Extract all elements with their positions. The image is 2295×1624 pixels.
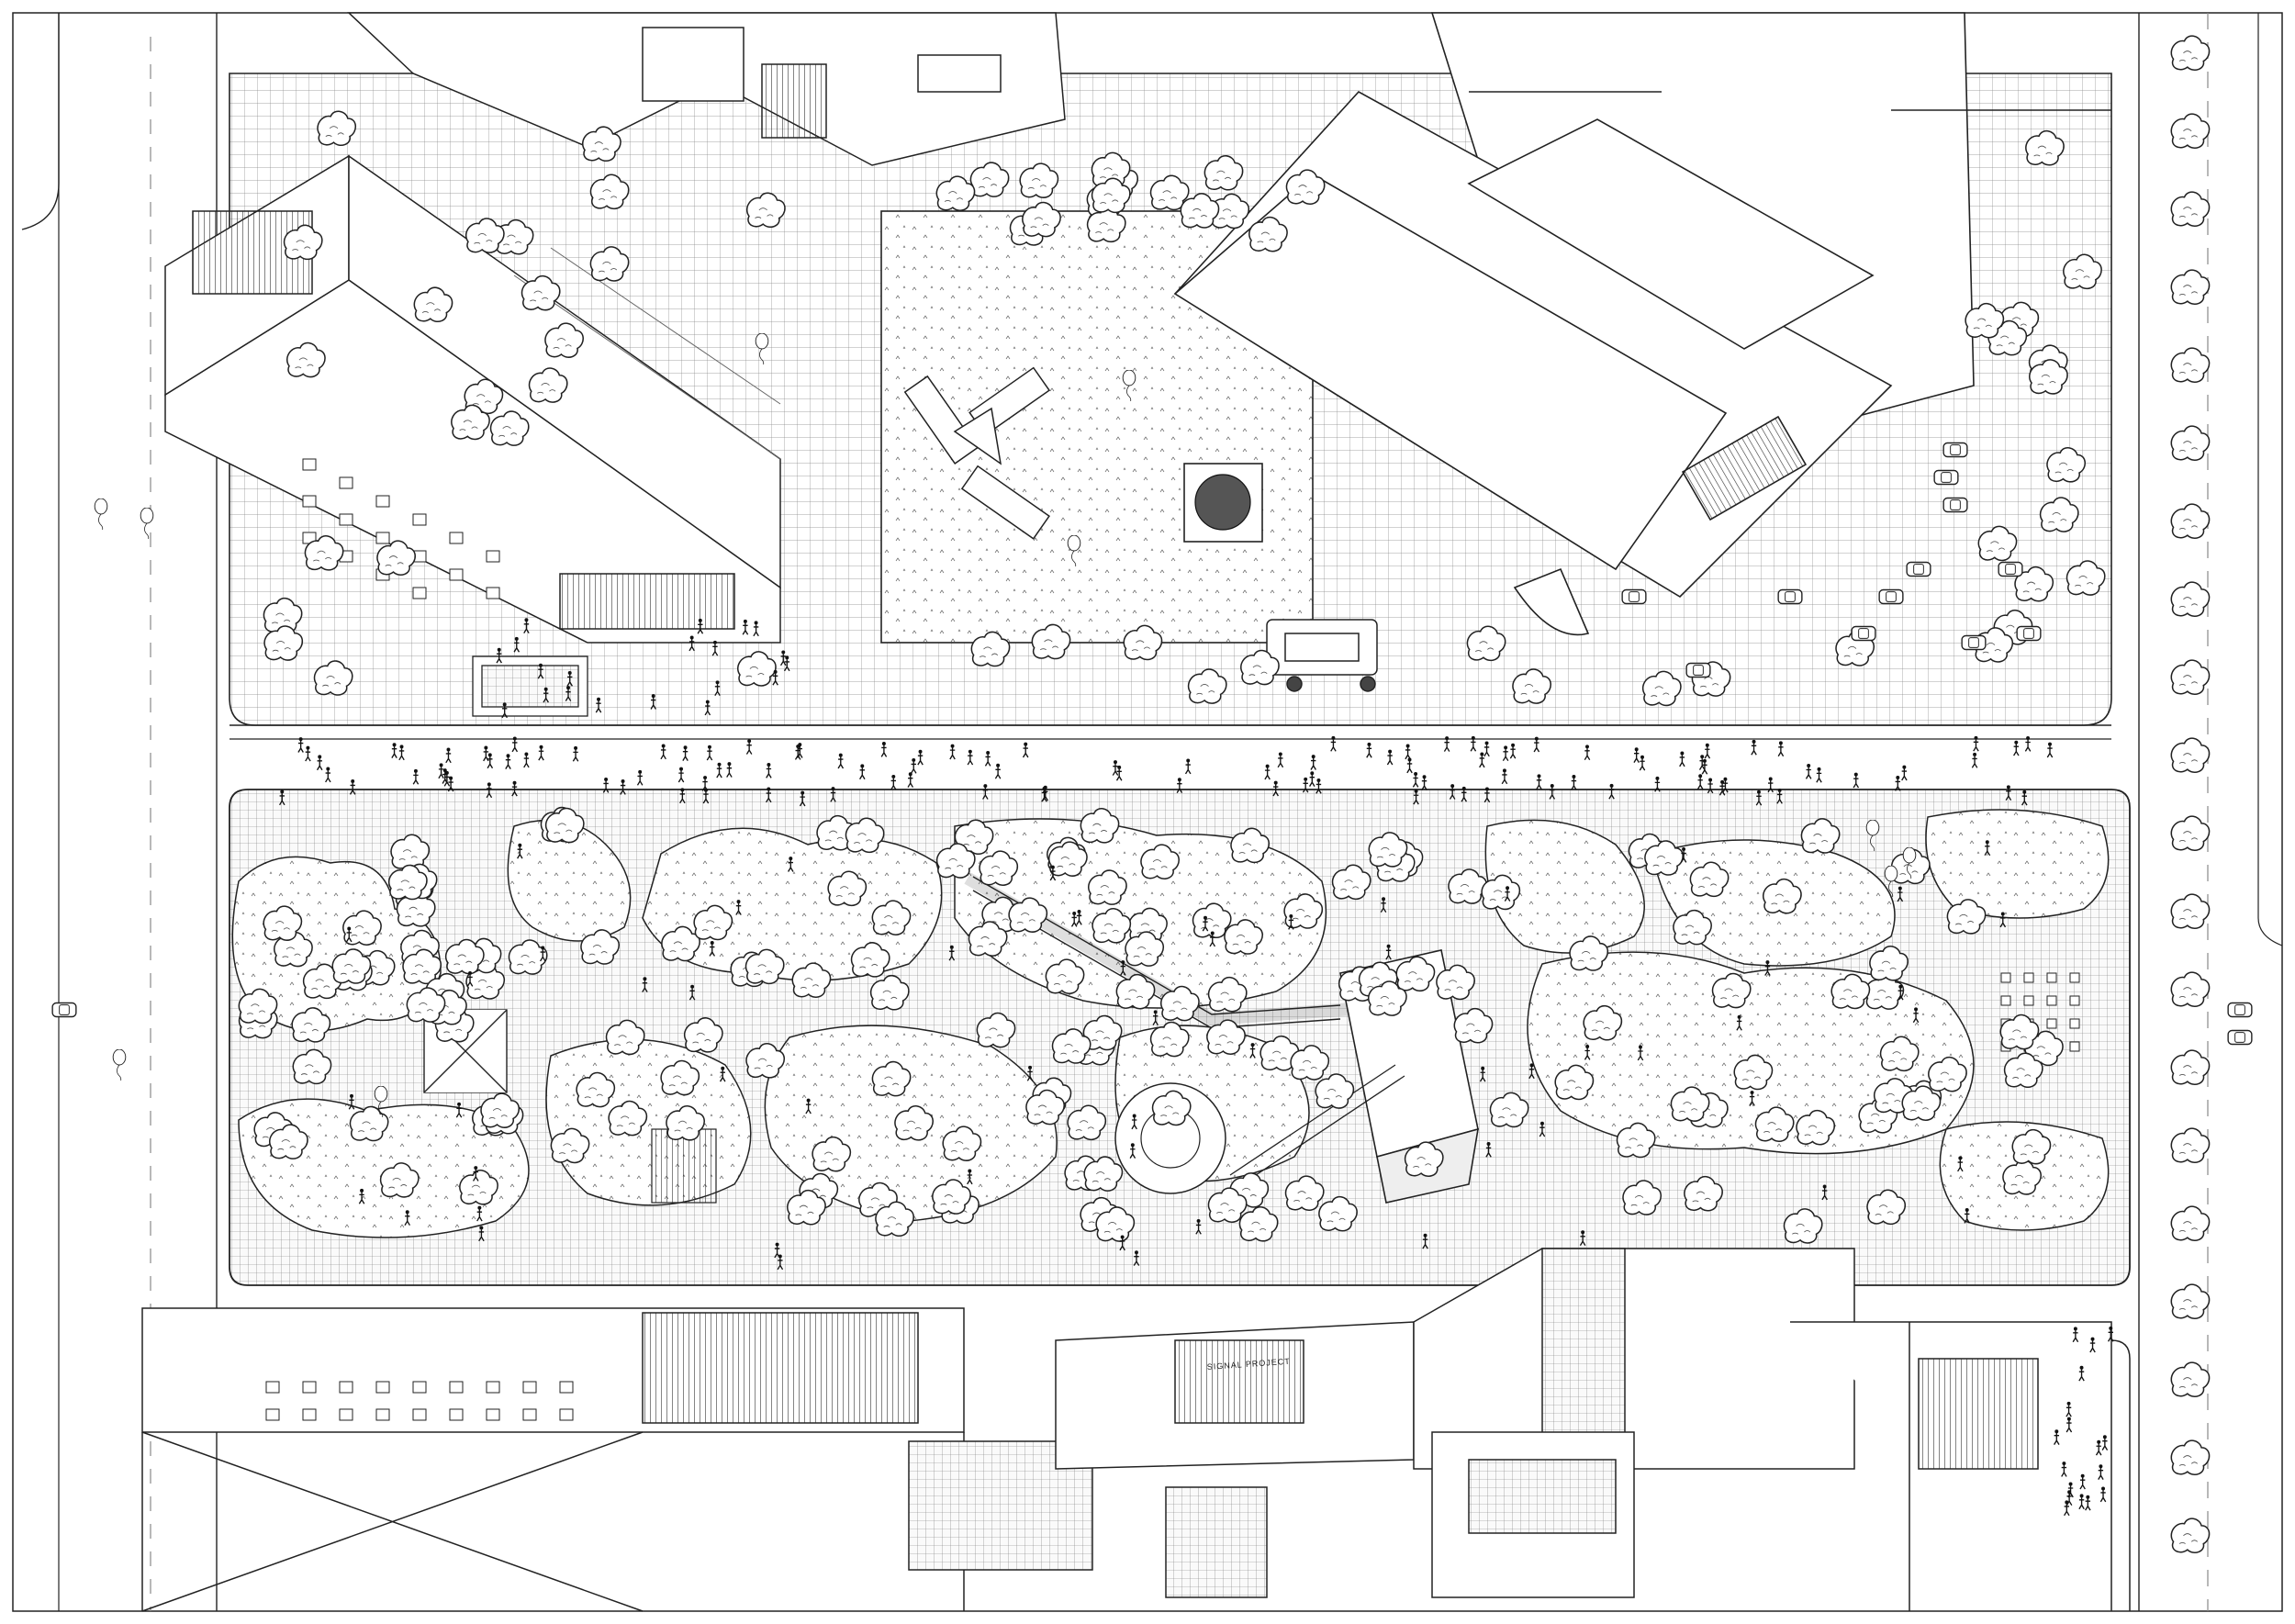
car-icon bbox=[1906, 561, 1931, 577]
building-top-right bbox=[1173, 12, 2111, 636]
car-icon bbox=[51, 1002, 77, 1018]
car-icon bbox=[1961, 634, 1987, 651]
building-top-center bbox=[347, 12, 1066, 166]
car-icon bbox=[1933, 469, 1959, 486]
car-icon bbox=[1777, 588, 1803, 605]
bus-icon bbox=[1266, 619, 1378, 692]
window-rows-bottom bbox=[265, 1381, 574, 1421]
play-structure bbox=[903, 366, 1051, 540]
car-icon bbox=[2227, 1002, 2253, 1018]
car-icon bbox=[1621, 588, 1647, 605]
park-stairs bbox=[651, 1128, 717, 1204]
car-icon bbox=[1942, 497, 1968, 513]
bottom-buildings bbox=[141, 1248, 2131, 1612]
car-icon bbox=[1685, 662, 1711, 678]
cafe-pavilion bbox=[472, 655, 588, 717]
elevated-walkway bbox=[964, 872, 1348, 1026]
car-icon bbox=[2016, 625, 2042, 642]
car-icon bbox=[1942, 442, 1968, 458]
car-icon bbox=[1878, 588, 1904, 605]
car-icon bbox=[1851, 625, 1876, 642]
window-grid bbox=[302, 458, 500, 599]
car-icon bbox=[2227, 1029, 2253, 1046]
car-icon bbox=[1998, 561, 2023, 577]
